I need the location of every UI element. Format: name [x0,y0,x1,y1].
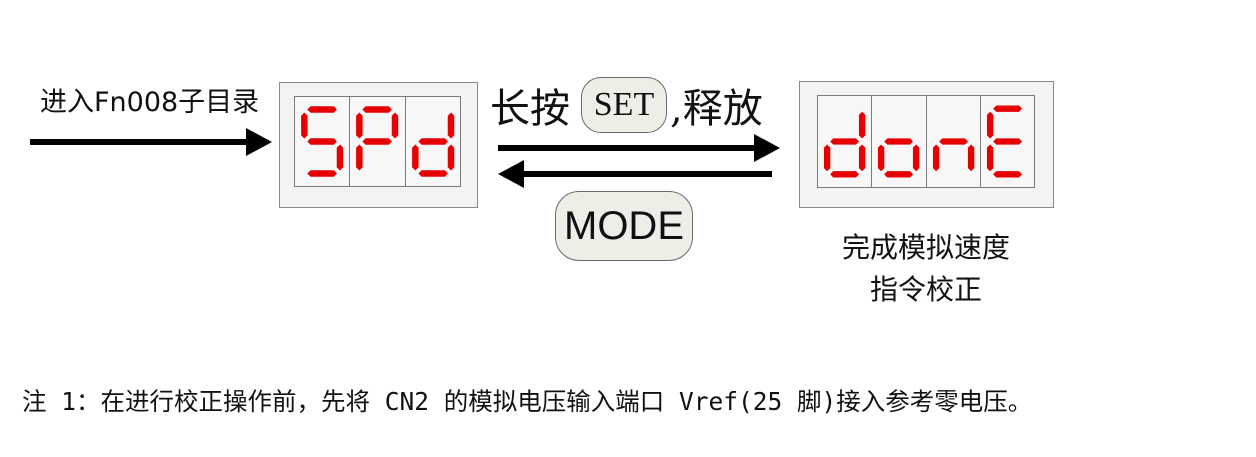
segment-d [830,171,860,178]
set-forward-arrow [498,134,780,162]
segment-f [986,111,994,139]
digit-1: 5 [295,97,351,186]
seven-segment-glyph [411,112,454,177]
segment-a [307,106,337,113]
long-press-text: 长按 [490,86,570,132]
display-done-digits: d o n E [817,95,1035,188]
result-caption-line2: 指令校正 [869,273,982,306]
segment-d [992,171,1022,178]
display-spd: 5 P d [279,82,478,208]
result-caption-line1: 完成模拟速度 [841,231,1010,264]
calibration-note: 注 1：在进行校正操作前，先将 CN2 的模拟电压输入端口 Vref(25 脚)… [22,387,1033,416]
segment-g [938,138,968,145]
segment-d [884,171,914,178]
segment-b [392,112,399,139]
segment-d [307,170,337,177]
digit-1: d [818,96,873,187]
segment-g [418,138,448,145]
display-spd-digits: 5 P d [294,96,461,187]
segment-g [884,138,914,145]
enter-arrow [30,128,272,156]
display-done: d o n E [799,81,1054,208]
release-text: ,释放 [670,86,763,132]
digit-2: P [350,97,406,186]
segment-e [823,144,831,172]
digit-2: o [872,96,927,187]
seven-segment-glyph [986,105,1022,178]
segment-b [858,111,866,139]
segment-g [362,138,393,145]
segment-e [411,144,419,171]
digit-4: E [981,96,1034,187]
seven-segment-glyph [356,106,399,171]
segment-e [356,144,363,171]
segment-c [913,144,920,172]
mode-back-arrow [498,160,772,188]
mode-button[interactable]: MODE [555,191,693,261]
enter-fn008-label: 进入Fn008子目录 [40,87,260,118]
segment-c [858,144,866,172]
seven-segment-glyph [878,138,920,178]
segment-g [992,138,1022,145]
segment-c [447,144,454,171]
digit-3: n [927,96,981,187]
segment-b [447,112,454,139]
seven-segment-glyph [301,106,344,177]
segment-c [336,144,344,171]
digit-3: d [406,97,460,186]
segment-f [301,112,308,139]
segment-e [878,144,885,172]
seven-segment-glyph [823,111,866,178]
segment-e [932,144,939,172]
segment-f [356,112,363,139]
segment-a [992,105,1022,112]
segment-c [967,144,974,172]
seven-segment-glyph [932,138,974,172]
segment-g [830,138,860,145]
segment-e [986,144,994,172]
set-button[interactable]: SET [581,77,667,133]
segment-g [307,138,337,145]
segment-d [418,170,448,177]
segment-a [362,106,393,113]
